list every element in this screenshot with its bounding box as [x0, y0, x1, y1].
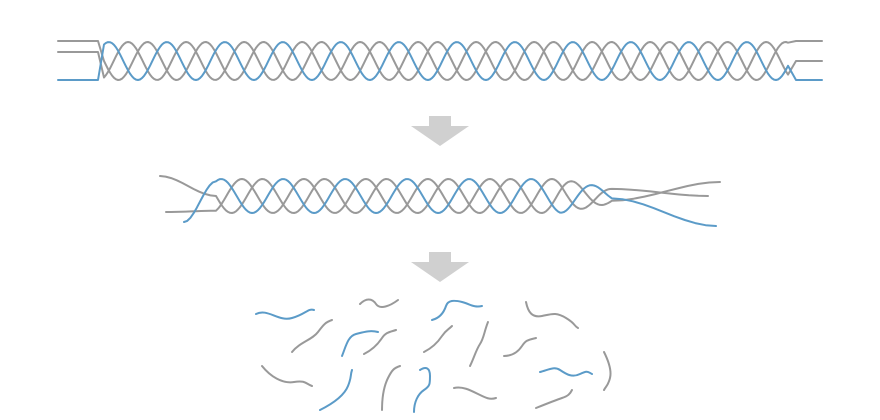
- fragment-gray: [381, 365, 401, 411]
- fragment-gray: [603, 351, 612, 391]
- helix-strand-gray: [159, 175, 721, 214]
- fragment-blue: [341, 330, 379, 357]
- fragment-blue: [539, 367, 593, 377]
- fragmented-strands: [255, 298, 612, 413]
- helix-strand-gray: [165, 178, 709, 214]
- fragment-blue: [255, 308, 315, 320]
- fragment-gray: [469, 321, 489, 367]
- arrow-shape: [411, 252, 469, 282]
- fragment-gray: [363, 329, 397, 355]
- helix-strand-blue: [183, 178, 717, 227]
- fragment-gray: [261, 365, 313, 387]
- fragment-gray: [525, 301, 579, 329]
- fragment-gray: [453, 386, 497, 400]
- fragment-gray: [359, 298, 399, 308]
- fragment-gray: [291, 319, 333, 353]
- fragment-blue: [431, 299, 483, 321]
- fragment-blue: [413, 367, 431, 413]
- fragment-gray: [423, 325, 453, 353]
- unwinding-helix: [159, 175, 721, 227]
- down-arrow-icon: [411, 116, 469, 146]
- helix-strand-gray: [57, 41, 823, 81]
- fragment-blue: [319, 369, 353, 411]
- fragment-gray: [535, 389, 573, 409]
- intact-helix: [57, 40, 823, 81]
- down-arrow-icon: [411, 252, 469, 282]
- helix-strand-blue: [57, 41, 823, 81]
- arrow-shape: [411, 116, 469, 146]
- fragment-gray: [503, 337, 537, 357]
